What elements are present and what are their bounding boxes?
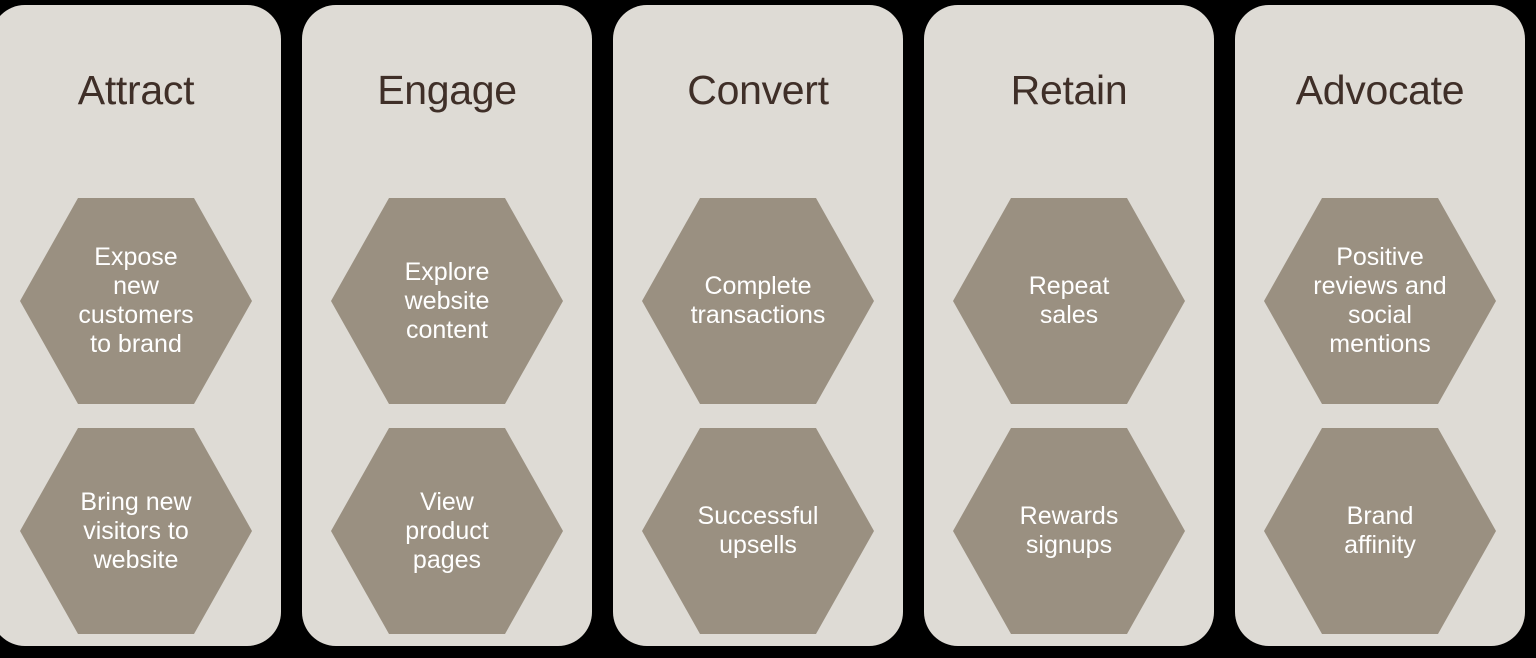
hexagon-label: Successful upsells xyxy=(697,502,819,559)
stage-card-attract[interactable]: Attract Expose new customers to brand Br… xyxy=(0,5,281,646)
hexagon-node[interactable]: Rewards signups xyxy=(953,428,1185,634)
hexagon-label: View product pages xyxy=(405,487,489,574)
hexagon-stack-attract: Expose new customers to brand Bring new … xyxy=(0,198,281,634)
hexagon-node[interactable]: Expose new customers to brand xyxy=(20,198,252,404)
hexagon-label: Expose new customers to brand xyxy=(78,243,194,358)
stage-title-advocate: Advocate xyxy=(1295,67,1465,113)
stage-card-advocate[interactable]: Advocate Positive reviews and social men… xyxy=(1235,5,1525,646)
stage-card-engage[interactable]: Engage Explore website content View prod… xyxy=(302,5,592,646)
hexagon-stack-convert: Complete transactions Successful upsells xyxy=(613,198,903,634)
hexagon-label: Bring new visitors to website xyxy=(80,487,192,574)
hexagon-node[interactable]: Complete transactions xyxy=(642,198,874,404)
hexagon-node[interactable]: Brand affinity xyxy=(1264,428,1496,634)
stage-card-convert[interactable]: Convert Complete transactions Successful… xyxy=(613,5,903,646)
hexagon-label: Rewards signups xyxy=(1019,502,1119,559)
hexagon-node[interactable]: Successful upsells xyxy=(642,428,874,634)
hexagon-node[interactable]: View product pages xyxy=(331,428,563,634)
stage-title-attract: Attract xyxy=(77,67,195,113)
hexagon-stack-advocate: Positive reviews and social mentions Bra… xyxy=(1235,198,1525,634)
stage-title-engage: Engage xyxy=(377,67,517,113)
hexagon-stack-retain: Repeat sales Rewards signups xyxy=(924,198,1214,634)
hexagon-label: Complete transactions xyxy=(690,272,826,329)
stage-title-convert: Convert xyxy=(687,67,829,113)
hexagon-node[interactable]: Repeat sales xyxy=(953,198,1185,404)
hexagon-node[interactable]: Explore website content xyxy=(331,198,563,404)
stage-title-retain: Retain xyxy=(1010,67,1128,113)
hexagon-stack-engage: Explore website content View product pag… xyxy=(302,198,592,634)
hexagon-label: Repeat sales xyxy=(1028,272,1110,329)
hexagon-label: Explore website content xyxy=(404,257,490,344)
hexagon-node[interactable]: Positive reviews and social mentions xyxy=(1264,198,1496,404)
hexagon-node[interactable]: Bring new visitors to website xyxy=(20,428,252,634)
hexagon-label: Positive reviews and social mentions xyxy=(1313,243,1447,358)
hexagon-label: Brand affinity xyxy=(1344,502,1416,559)
stage-card-retain[interactable]: Retain Repeat sales Rewards signups xyxy=(924,5,1214,646)
stage-columns: Attract Expose new customers to brand Br… xyxy=(0,5,1536,646)
